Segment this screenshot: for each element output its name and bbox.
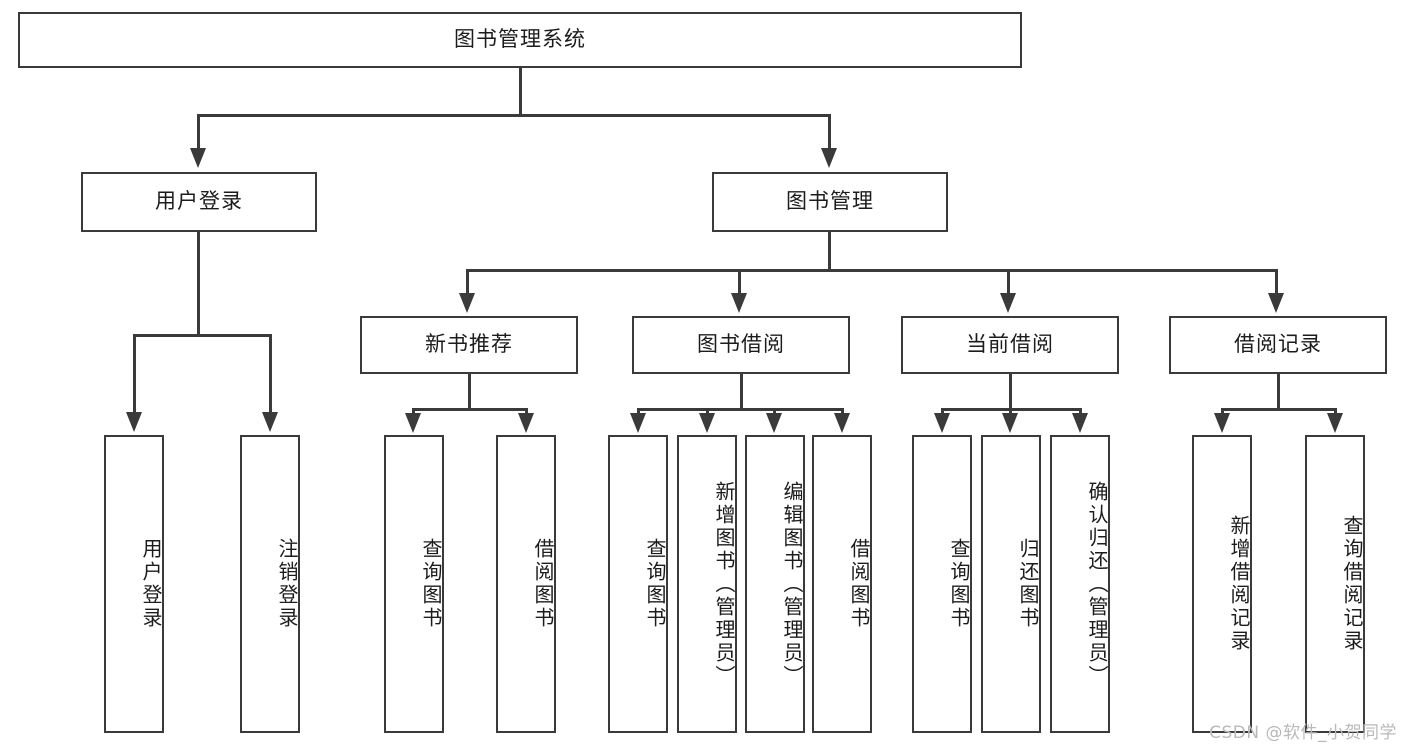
edge-current-borrow-stem (1009, 374, 1012, 410)
leaf-book-borrow-3[interactable]: 借阅图书 (812, 435, 872, 733)
edge-book-borrow-stem (740, 374, 743, 410)
node-label: 查询借阅记录 (1340, 515, 1364, 653)
node-label: 用户登录 (155, 189, 243, 214)
arrow-to-user-login (190, 148, 206, 168)
node-label: 新书推荐 (425, 332, 513, 357)
edge-book-mgmt-child-3 (1275, 269, 1278, 295)
node-label: 归还图书 (1016, 538, 1040, 630)
arrow-book-borrow-child-2 (766, 413, 782, 433)
node-label: 查询图书 (947, 538, 971, 630)
edge-book-mgmt-child-0 (466, 269, 469, 295)
edge-user-login-child-0 (133, 334, 136, 414)
node-new-book-recommend[interactable]: 新书推荐 (360, 316, 578, 374)
arrow-borrow-record-child-1 (1327, 413, 1343, 433)
arrow-borrow-record-child-0 (1214, 413, 1230, 433)
edge-user-login-child-1 (269, 334, 272, 414)
node-label: 新增图书（管理员） (712, 480, 736, 688)
arrow-book-borrow-child-1 (699, 413, 715, 433)
arrow-new-book-child-1 (518, 413, 534, 433)
node-label: 借阅记录 (1234, 332, 1322, 357)
node-label: 用户登录 (139, 538, 163, 630)
arrow-book-mgmt-child-0 (459, 293, 475, 313)
node-root-system[interactable]: 图书管理系统 (18, 12, 1022, 68)
leaf-book-borrow-1[interactable]: 新增图书（管理员） (677, 435, 737, 733)
leaf-new-book-1[interactable]: 借阅图书 (496, 435, 556, 733)
arrow-user-login-child-1 (262, 412, 278, 432)
node-label: 图书管理系统 (454, 27, 586, 52)
edge-root-stem (519, 68, 522, 115)
edge-user-login-stem (197, 232, 200, 336)
node-label: 图书借阅 (697, 332, 785, 357)
edge-book-mgmt-bar (466, 269, 1278, 272)
node-book-borrow[interactable]: 图书借阅 (632, 316, 850, 374)
leaf-new-book-0[interactable]: 查询图书 (384, 435, 444, 733)
leaf-book-borrow-0[interactable]: 查询图书 (608, 435, 668, 733)
arrow-book-mgmt-child-2 (1000, 293, 1016, 313)
leaf-borrow-record-0[interactable]: 新增借阅记录 (1192, 435, 1252, 733)
node-user-login[interactable]: 用户登录 (81, 172, 317, 232)
arrow-book-borrow-child-0 (630, 413, 646, 433)
arrow-to-book-mgmt (821, 148, 837, 168)
edge-book-mgmt-stem (828, 232, 831, 272)
arrow-book-borrow-child-3 (834, 413, 850, 433)
leaf-current-borrow-0[interactable]: 查询图书 (912, 435, 972, 733)
node-label: 编辑图书（管理员） (780, 480, 804, 688)
node-book-management[interactable]: 图书管理 (712, 172, 948, 232)
node-label: 查询图书 (643, 538, 667, 630)
node-label: 查询图书 (419, 538, 443, 630)
leaf-current-borrow-2[interactable]: 确认归还（管理员） (1050, 435, 1110, 733)
arrow-book-mgmt-child-1 (731, 293, 747, 313)
edge-root-to-book-mgmt (828, 114, 831, 150)
node-borrow-record[interactable]: 借阅记录 (1169, 316, 1387, 374)
leaf-user-login-1[interactable]: 注销登录 (240, 435, 300, 733)
node-current-borrow[interactable]: 当前借阅 (901, 316, 1119, 374)
arrow-current-borrow-child-0 (934, 413, 950, 433)
edge-book-borrow-bar (637, 408, 844, 411)
edge-new-book-bar (412, 408, 528, 411)
node-label: 借阅图书 (531, 538, 555, 630)
leaf-current-borrow-1[interactable]: 归还图书 (981, 435, 1041, 733)
edge-book-mgmt-child-2 (1007, 269, 1010, 295)
arrow-current-borrow-child-2 (1072, 413, 1088, 433)
leaf-user-login-0[interactable]: 用户登录 (104, 435, 164, 733)
edge-root-bar (197, 114, 831, 117)
edge-borrow-record-stem (1277, 374, 1280, 410)
node-label: 借阅图书 (847, 538, 871, 630)
node-label: 新增借阅记录 (1227, 515, 1251, 653)
arrow-new-book-child-0 (405, 413, 421, 433)
arrow-user-login-child-0 (126, 412, 142, 432)
node-label: 注销登录 (275, 538, 299, 630)
node-label: 图书管理 (786, 189, 874, 214)
arrow-current-borrow-child-1 (1002, 413, 1018, 433)
edge-user-login-bar (133, 334, 272, 337)
leaf-borrow-record-1[interactable]: 查询借阅记录 (1305, 435, 1365, 733)
edge-borrow-record-bar (1221, 408, 1337, 411)
edge-book-mgmt-child-1 (738, 269, 741, 295)
edge-new-book-stem (468, 374, 471, 410)
leaf-book-borrow-2[interactable]: 编辑图书（管理员） (745, 435, 805, 733)
node-label: 当前借阅 (966, 332, 1054, 357)
arrow-book-mgmt-child-3 (1268, 293, 1284, 313)
node-label: 确认归还（管理员） (1085, 480, 1109, 688)
edge-root-to-user-login (197, 114, 200, 150)
